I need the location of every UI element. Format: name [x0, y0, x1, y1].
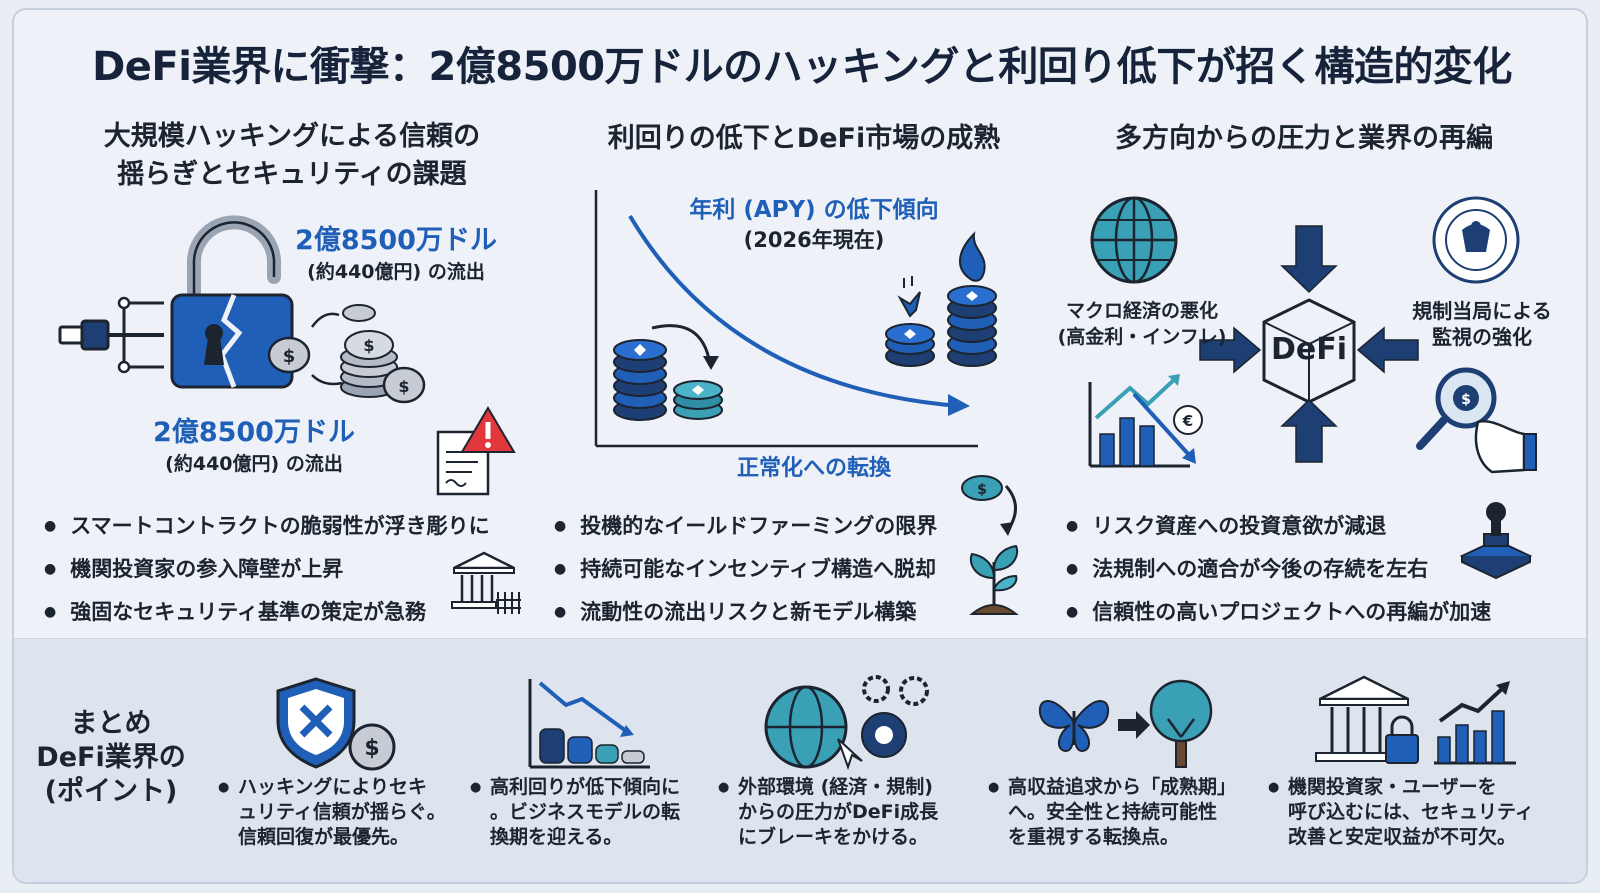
gear-icon — [764, 675, 929, 771]
col3-bullets: リスク資産への投資意欲が減退 法規制への適合が今後の存続を左右 信頼性の高いプロ… — [1066, 506, 1491, 635]
warning-document-icon — [436, 406, 516, 496]
reg-label-line2: 監視の強化 — [1432, 325, 1532, 349]
svg-text:€: € — [1182, 412, 1193, 430]
summary-point-4: ● 高収益追求から「成熟期」 へ。安全性と持続可能性 を重視する転換点。 — [988, 776, 1237, 848]
apy-label-sub: (2026年現在) — [743, 228, 885, 252]
summary-point-line: 改善と安定収益が不可欠。 — [1288, 826, 1517, 848]
summary-band: まとめ DeFi業界の (ポイント) $ — [14, 638, 1586, 882]
arrow-icon — [1199, 225, 1419, 463]
bank-lock-icon — [1315, 675, 1516, 765]
chart-down-icon — [528, 679, 650, 769]
magnifier-hand-icon: $ — [1416, 367, 1537, 474]
globe-icon — [1090, 196, 1178, 284]
macro-label-line1: マクロ経済の悪化 — [1065, 300, 1218, 322]
col1-heading-line2: 揺らぎとセキュリティの課題 — [117, 159, 467, 190]
summary-point-line: ュリティ信頼が揺らぐ。 — [238, 801, 446, 823]
summary-point-5: ● 機関投資家・ユーザーを 呼び込むには、セキュリティ 改善と安定収益が不可欠。 — [1268, 776, 1534, 848]
apy-label-title: 年利 (APY) の低下傾向 — [689, 197, 939, 223]
reg-label: 規制当局による 監視の強化 — [1392, 298, 1572, 350]
tree-icon — [1149, 679, 1213, 768]
svg-text:$: $ — [363, 336, 374, 355]
col1-amount-top-value: 2億8500万ドル — [295, 225, 497, 256]
summary-point-line: を重視する転換点。 — [1008, 826, 1180, 848]
summary-heading-line2: DeFi業界の — [36, 742, 186, 773]
col1-heading: 大規模ハッキングによる信頼の 揺らぎとセキュリティの課題 — [42, 118, 542, 194]
summary-point-line: 機関投資家・ユーザーを — [1288, 776, 1497, 798]
apy-decline-chart — [594, 190, 997, 448]
summary-point-line: ハッキングによりセキ — [238, 776, 428, 798]
col3-bullet: 法規制への適合が今後の存続を左右 — [1066, 549, 1491, 592]
col1-heading-line1: 大規模ハッキングによる信頼の — [103, 121, 481, 152]
seedling-icon: $ — [961, 475, 1019, 615]
summary-point-line: 外部環境 (経済・規制) — [738, 776, 933, 798]
stamp-icon — [1459, 502, 1533, 580]
col1-bullet: 機関投資家の参入障壁が上昇 — [44, 549, 490, 592]
svg-text:$: $ — [398, 377, 409, 396]
axis-caption: 正常化への転換 — [736, 456, 891, 481]
col1-amount-bottom-sub: (約440億円) の流出 — [165, 453, 343, 475]
summary-point-line: 呼び込むには、セキュリティ — [1288, 801, 1534, 823]
infographic-frame: DeFi業界に衝撃：2億8500万ドルのハッキングと利回り低下が招く構造的変化 … — [12, 8, 1588, 884]
summary-point-line: 。ビジネスモデルの転 — [490, 801, 681, 823]
broken-padlock-icon: $ $ $ — [58, 215, 426, 404]
summary-point-line: 高収益追求から「成熟期」 — [1008, 776, 1237, 798]
col2-bullets: 投機的なイールドファーミングの限界 持続可能なインセンティブ構造へ脱却 流動性の… — [554, 506, 937, 635]
shield-x-icon: $ — [276, 677, 396, 771]
col3-bullet: リスク資産への投資意欲が減退 — [1066, 506, 1491, 549]
col2-bullet: 投機的なイールドファーミングの限界 — [554, 506, 937, 549]
col1-bullet: スマートコントラクトの脆弱性が浮き彫りに — [44, 506, 489, 549]
page-title: DeFi業界に衝撃：2億8500万ドルのハッキングと利回り低下が招く構造的変化 — [92, 44, 1512, 90]
col1-bullets: スマートコントラクトの脆弱性が浮き彫りに 機関投資家の参入障壁が上昇 強固なセキ… — [44, 506, 490, 635]
macro-label-line2: (高金利・インフレ) — [1057, 326, 1227, 348]
summary-point-3: ● 外部環境 (経済・規制) からの圧力がDeFi成長 にブレーキをかける。 — [718, 776, 939, 848]
col1-amount-bottom: 2億8500万ドル (約440億円) の流出 — [134, 410, 374, 476]
summary-point-line: 換期を迎える。 — [490, 826, 623, 848]
summary-point-1: ● ハッキングによりセキ ュリティ信頼が揺らぐ。 信頼回復が最優先。 — [218, 776, 446, 848]
col2-heading: 利回りの低下とDeFi市場の成熟 — [607, 123, 1001, 154]
summary-point-line: からの圧力がDeFi成長 — [738, 801, 939, 823]
coin-stack-icon: $ $ — [340, 304, 426, 404]
apy-label: 年利 (APY) の低下傾向 (2026年現在) — [664, 190, 964, 254]
svg-text:$: $ — [283, 346, 296, 367]
col1-bullet: 強固なセキュリティ基準の策定が急務 — [44, 592, 490, 635]
col1-amount-top-sub: (約440億円) の流出 — [307, 261, 485, 283]
summary-heading-line1: まとめ — [70, 708, 152, 739]
col3-heading: 多方向からの圧力と業界の再編 — [1115, 123, 1493, 154]
center-defi-label: DeFi — [1270, 332, 1348, 367]
col2-bullet: 流動性の流出リスクと新モデル構築 — [554, 592, 937, 635]
butterfly-icon — [1038, 679, 1213, 768]
summary-point-2: ● 高利回りが低下傾向に 。ビジネスモデルの転 換期を迎える。 — [470, 776, 681, 848]
coin-stack-icon — [885, 285, 997, 367]
summary-point-line: 信頼回復が最優先。 — [238, 826, 410, 848]
pressure-diagram: € $ — [1088, 196, 1537, 474]
col1-amount-top: 2億8500万ドル (約440億円) の流出 — [276, 218, 516, 284]
reg-label-line1: 規制当局による — [1412, 299, 1552, 323]
summary-point-line: にブレーキをかける。 — [738, 826, 929, 848]
col2-bullet: 持続可能なインセンティブ構造へ脱却 — [554, 549, 937, 592]
summary-heading: まとめ DeFi業界の (ポイント) — [36, 707, 186, 809]
col1-amount-bottom-value: 2億8500万ドル — [153, 417, 355, 448]
col3-bullet: 信頼性の高いプロジェクトへの再編が加速 — [1066, 592, 1491, 635]
summary-point-line: 高利回りが低下傾向に — [490, 776, 681, 798]
svg-text:$: $ — [1461, 392, 1471, 408]
macro-label: マクロ経済の悪化 (高金利・インフレ) — [1052, 298, 1232, 350]
chart-down-icon: € — [1088, 374, 1203, 468]
bank-building-icon — [451, 551, 521, 614]
seal-icon — [1432, 196, 1520, 284]
coin-stack-icon — [613, 339, 723, 421]
svg-text:$: $ — [977, 482, 987, 498]
svg-text:$: $ — [364, 736, 379, 761]
summary-heading-line3: (ポイント) — [44, 776, 178, 807]
summary-point-line: へ。安全性と持続可能性 — [1008, 801, 1218, 823]
